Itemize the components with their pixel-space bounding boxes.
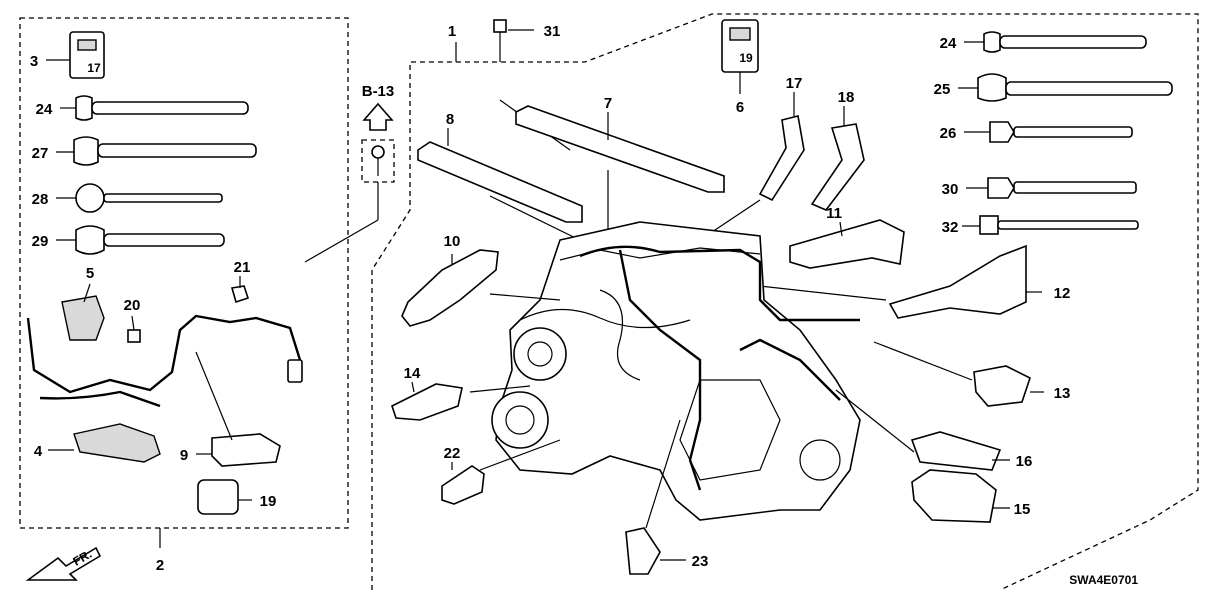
part-7-bracket	[515, 105, 725, 193]
part-6-connector-label: 19	[739, 51, 753, 65]
part-21-nut	[230, 285, 250, 304]
callout-18: 18	[838, 89, 855, 106]
callout-21: 21	[234, 259, 251, 276]
callout-1: 1	[448, 23, 456, 40]
callout-23: 23	[692, 553, 709, 570]
sub-harness	[26, 314, 302, 394]
callout-30: 30	[942, 181, 959, 198]
callout-29: 29	[32, 233, 49, 250]
callout-11: 11	[826, 205, 842, 222]
callout-4: 4	[34, 443, 43, 460]
part-16-cover	[910, 431, 1002, 471]
callout-16: 16	[1016, 453, 1033, 470]
part-26-clip	[989, 121, 1133, 143]
callout-20: 20	[124, 297, 141, 314]
part-13-connector	[973, 365, 1031, 407]
part-4-cover	[73, 423, 161, 463]
main-harness	[579, 245, 860, 322]
part-28-clip	[75, 183, 223, 213]
callout-15: 15	[1014, 501, 1031, 518]
callout-10: 10	[444, 233, 461, 250]
callout-25: 25	[934, 81, 951, 98]
part-8-bracket	[417, 141, 583, 223]
part-27-clip	[73, 136, 257, 166]
callout-22: 22	[444, 445, 461, 462]
callout-19: 19	[260, 493, 277, 510]
callout-26: 26	[940, 125, 957, 142]
part-23-holder	[625, 527, 661, 575]
callout-2: 2	[156, 557, 164, 574]
part-3-connector-label: 17	[87, 61, 101, 75]
callout-6: 6	[736, 99, 744, 116]
part-25-clip	[977, 73, 1173, 102]
part-30-clip	[987, 177, 1137, 199]
part-29-clip	[75, 225, 225, 255]
callout-31: 31	[544, 23, 561, 40]
callout-27: 27	[32, 145, 49, 162]
callout-13: 13	[1054, 385, 1071, 402]
part-22-holder	[441, 465, 485, 505]
front-direction-arrow	[25, 546, 102, 581]
part-15-cover	[911, 469, 997, 523]
reference-label: B-13	[362, 83, 395, 100]
callout-32: 32	[942, 219, 959, 236]
drawing-code: SWA4E0701	[1069, 573, 1138, 587]
callout-24-right: 24	[940, 35, 957, 52]
callout-14: 14	[404, 365, 421, 382]
part-9-holder	[211, 433, 281, 467]
callout-3: 3	[30, 53, 38, 70]
part-14-holder	[391, 383, 463, 421]
callout-17: 17	[786, 75, 803, 92]
callout-28: 28	[32, 191, 49, 208]
callout-5: 5	[86, 265, 94, 282]
part-32-clip	[979, 215, 1139, 235]
callout-7: 7	[604, 95, 612, 112]
part-11-bracket	[789, 219, 905, 269]
part-19-connector	[197, 479, 239, 515]
up-arrow-icon	[362, 102, 394, 131]
callout-8: 8	[446, 111, 454, 128]
left-group-box	[19, 17, 349, 529]
part-20-bolt	[127, 329, 141, 343]
callout-24-left: 24	[36, 101, 53, 118]
callout-12: 12	[1054, 285, 1071, 302]
callout-9: 9	[180, 447, 188, 464]
part-10-bracket	[401, 249, 499, 327]
main-group-box	[371, 13, 1199, 591]
part-12-cover	[888, 244, 1027, 319]
part-31-bolt	[493, 19, 507, 33]
part-24-clip-right	[983, 31, 1147, 53]
part-5-cover	[61, 295, 105, 341]
part-17-bracket	[758, 115, 805, 202]
part-18-bracket	[810, 123, 865, 211]
part-24-clip-left	[75, 95, 249, 121]
